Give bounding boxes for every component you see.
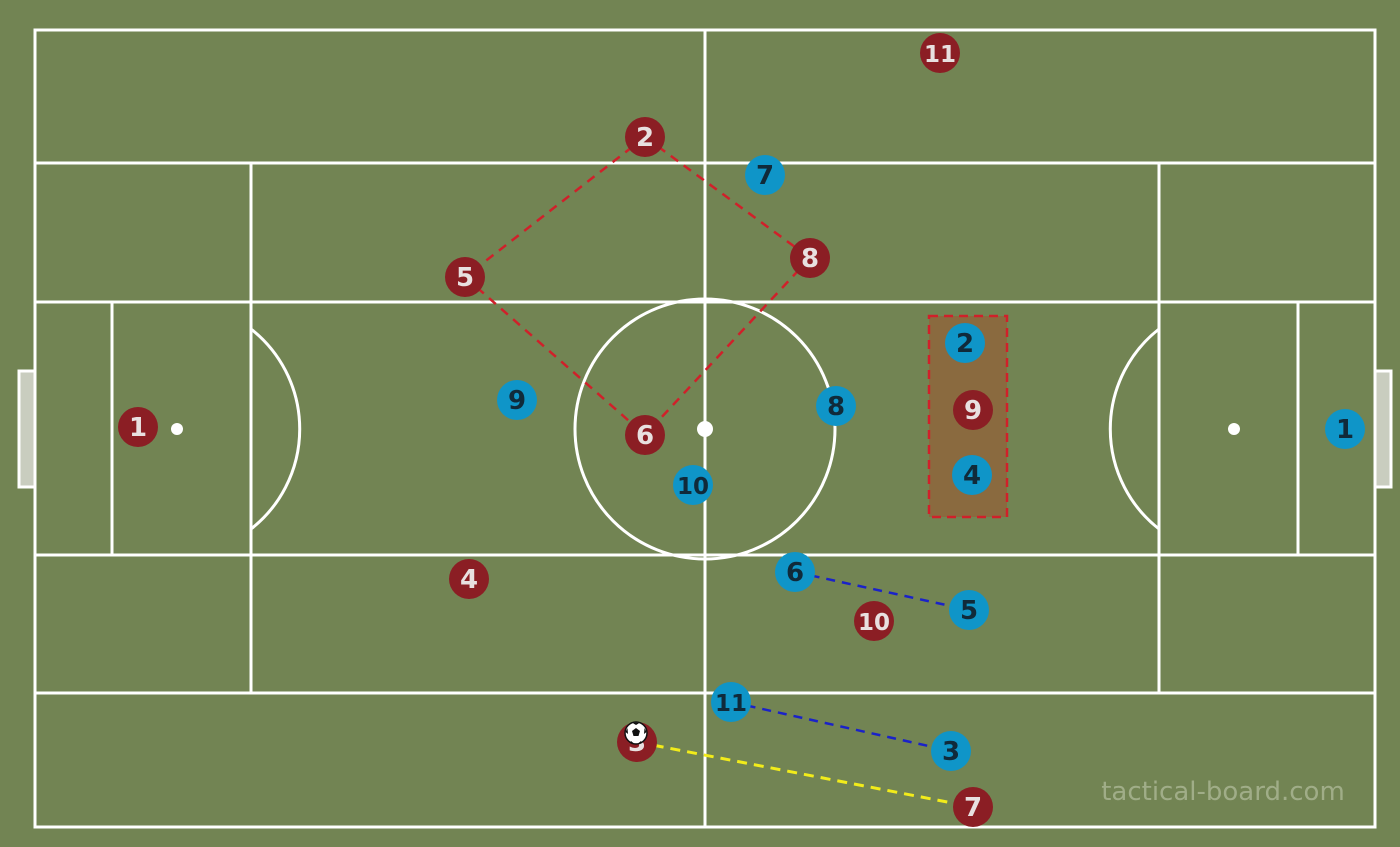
- link-blue6-blue5: [794, 570, 970, 612]
- left-goal: [17, 369, 37, 489]
- blue-player-4-number: 4: [963, 461, 981, 491]
- right-penalty-arc: [1108, 327, 1160, 531]
- blue-player-2[interactable]: 2: [945, 323, 985, 363]
- blue-player-3-number: 3: [942, 737, 960, 767]
- blue-player-3[interactable]: 3: [931, 731, 971, 771]
- soccer-ball-icon[interactable]: [624, 721, 648, 745]
- red-player-2-number: 2: [636, 123, 654, 153]
- blue-player-8[interactable]: 8: [816, 386, 856, 426]
- red-player-1[interactable]: 1: [118, 407, 158, 447]
- link-red3-red7: [636, 740, 974, 809]
- left-penalty-spot: [171, 423, 183, 435]
- link-blue11-blue3: [730, 700, 952, 753]
- blue-player-1-number: 1: [1336, 415, 1354, 445]
- blue-player-9-number: 9: [508, 386, 526, 416]
- blue-player-9[interactable]: 9: [497, 380, 537, 420]
- blue-player-2-number: 2: [956, 329, 974, 359]
- red-player-8-number: 8: [801, 244, 819, 274]
- center-circle: [573, 297, 837, 561]
- link-red2-red8: [644, 135, 811, 260]
- blue-player-4[interactable]: 4: [952, 455, 992, 495]
- center-spot: [697, 421, 713, 437]
- blue-player-8-number: 8: [827, 392, 845, 422]
- link-red2-red5: [464, 136, 646, 278]
- blue-player-6[interactable]: 6: [775, 552, 815, 592]
- pitch-markings: [33, 28, 1377, 829]
- red-player-4-number: 4: [460, 565, 478, 595]
- right-goal: [1373, 369, 1393, 489]
- red-player-5[interactable]: 5: [445, 257, 485, 297]
- right-penalty-spot: [1228, 423, 1240, 435]
- red-player-7[interactable]: 7: [953, 787, 993, 827]
- blue-player-7-number: 7: [756, 161, 774, 191]
- red-player-2[interactable]: 2: [625, 117, 665, 157]
- red-player-8[interactable]: 8: [790, 238, 830, 278]
- blue-player-10[interactable]: 10: [673, 465, 713, 505]
- blue-player-7[interactable]: 7: [745, 155, 785, 195]
- red-player-10[interactable]: 10: [854, 601, 894, 641]
- blue-player-6-number: 6: [786, 558, 804, 588]
- blue-links: [730, 570, 970, 753]
- red-player-9[interactable]: 9: [953, 390, 993, 430]
- red-player-4[interactable]: 4: [449, 559, 489, 599]
- red-diamond-links: [464, 135, 811, 436]
- red-player-11-number: 11: [924, 42, 956, 68]
- link-red5-red6: [464, 276, 646, 436]
- blue-player-5[interactable]: 5: [949, 590, 989, 630]
- red-player-5-number: 5: [456, 263, 474, 293]
- blue-player-11-number: 11: [715, 691, 747, 717]
- red-player-9-number: 9: [964, 396, 982, 426]
- red-player-7-number: 7: [964, 793, 982, 823]
- red-player-6[interactable]: 6: [625, 415, 665, 455]
- blue-player-10-number: 10: [677, 474, 709, 500]
- red-team: 1 2 3 4 5 6 7 8 9 10 11: [118, 33, 993, 827]
- blue-player-1[interactable]: 1: [1325, 409, 1365, 449]
- red-player-6-number: 6: [636, 421, 654, 451]
- watermark: tactical-board.com: [1101, 777, 1345, 807]
- blue-team: 1 2 3 4 5 6 7 8 9 10 11: [497, 155, 1365, 771]
- link-red8-red6: [644, 257, 811, 436]
- left-penalty-arc: [250, 327, 302, 531]
- red-player-11[interactable]: 11: [920, 33, 960, 73]
- blue-player-5-number: 5: [960, 596, 978, 626]
- blue-player-11[interactable]: 11: [711, 682, 751, 722]
- red-player-1-number: 1: [129, 413, 147, 443]
- red-player-10-number: 10: [858, 610, 890, 636]
